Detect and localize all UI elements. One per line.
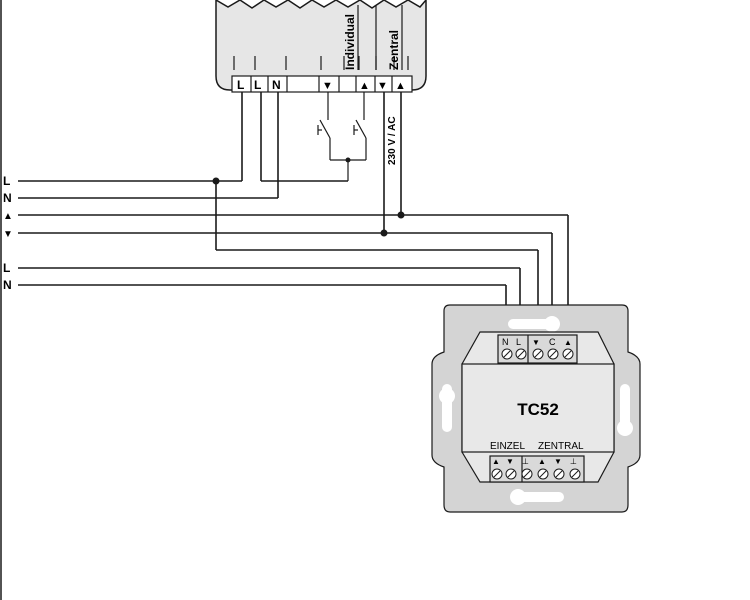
bus-wires	[18, 180, 568, 286]
top-actuator: Individual Zentral L L N ▼ ▲ ▼ ▲	[215, 0, 427, 93]
mounting-hole	[617, 420, 633, 436]
actuator-housing	[215, 0, 427, 91]
junction-dot	[397, 211, 405, 219]
top-screw-slots	[503, 350, 572, 358]
terminal-label-down-central: ▼	[377, 80, 388, 92]
bottom-terminal-block	[489, 455, 585, 483]
device-terminal-einzel-ground: ⊥	[522, 457, 529, 466]
switch-pair	[317, 92, 367, 181]
bottom-screw-slots	[493, 470, 579, 478]
device-terminal-N: N	[502, 337, 509, 347]
device-face	[461, 363, 615, 453]
mounting-hole	[439, 388, 455, 404]
group-label-individual: Individual	[343, 14, 357, 70]
wire-label-N-top: N	[3, 191, 12, 205]
actuator-terminal-strip	[231, 75, 413, 93]
device-terminal-zentral-down: ▼	[554, 457, 562, 466]
device-terminal-C: C	[549, 337, 556, 347]
device-terminal-down: ▼	[532, 338, 540, 347]
wire-label-down: ▼	[3, 229, 13, 240]
mounting-slot	[516, 492, 564, 502]
group-label-central: Zentral	[387, 30, 401, 70]
junction-dot	[380, 229, 388, 237]
device-terminal-zentral-up: ▲	[538, 457, 546, 466]
device-model-label: TC52	[517, 400, 559, 419]
vertical-connections	[212, 92, 569, 335]
mounting-hole	[544, 316, 560, 332]
device-terminal-zentral-ground: ⊥	[570, 457, 577, 466]
terminal-label-up-individual: ▲	[359, 80, 370, 92]
device-terminal-einzel-down: ▼	[506, 457, 514, 466]
terminal-label-N: N	[272, 78, 281, 92]
terminal-label-down-individual: ▼	[322, 80, 333, 92]
voltage-label: 230 V / AC	[387, 116, 398, 165]
tc52-device: N L ▼ C ▲ TC52 EINZEL ZENTRAL ▲ ▼ ⊥ ▲	[431, 304, 641, 513]
terminal-label-up-central: ▲	[395, 80, 406, 92]
junction-dot	[212, 177, 220, 185]
left-wire-labels: L N ▲ ▼ L N	[3, 174, 13, 292]
wire-label-N-bottom: N	[3, 278, 12, 292]
device-terminal-up: ▲	[564, 338, 572, 347]
wire-label-up: ▲	[3, 211, 13, 222]
wire-label-L-top: L	[3, 174, 10, 188]
group-label-zentral: ZENTRAL	[538, 441, 584, 452]
switch-junction-dot	[345, 157, 351, 163]
terminal-label-L2: L	[254, 78, 261, 92]
wire-label-L-bottom: L	[3, 261, 10, 275]
device-terminal-einzel-up: ▲	[492, 457, 500, 466]
mounting-hole	[510, 489, 526, 505]
device-terminal-L: L	[516, 337, 521, 347]
group-label-einzel: EINZEL	[490, 441, 525, 452]
terminal-label-L1: L	[237, 78, 244, 92]
